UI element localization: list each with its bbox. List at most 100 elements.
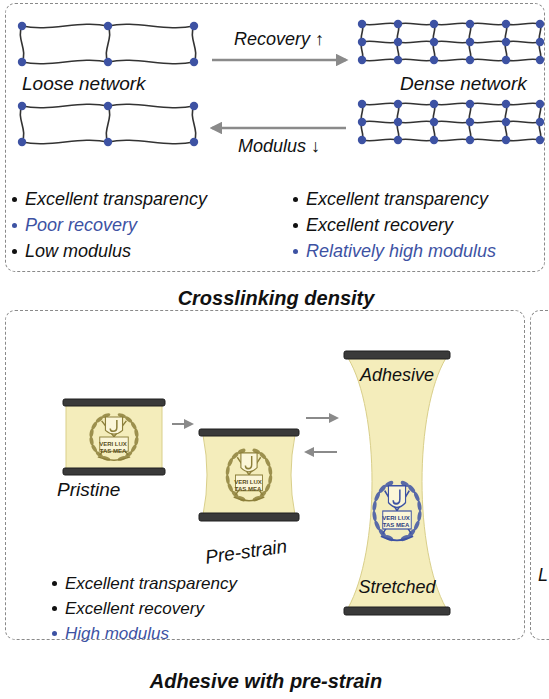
shield-mark — [245, 456, 251, 469]
crosslink-point — [18, 102, 26, 110]
crosslink-point — [536, 136, 544, 144]
crosslink-point — [358, 38, 366, 46]
polymer-chain — [398, 41, 434, 43]
polymer-chain — [108, 104, 194, 107]
film-label: Pristine — [57, 479, 120, 502]
polymer-chain — [22, 60, 108, 63]
polymer-chain — [434, 41, 470, 43]
network-label: Dense network — [397, 73, 530, 96]
laurel-leaf — [225, 474, 230, 484]
polymer-chain — [192, 106, 195, 142]
polymer-chain — [398, 23, 434, 25]
bullet-item: Excellent transparency — [65, 574, 237, 594]
figure-panel: L — [530, 310, 549, 640]
crosslink-point — [394, 136, 402, 144]
film-drawing — [344, 351, 450, 615]
emblem-ribbon — [381, 536, 413, 540]
polymer-chain — [362, 59, 398, 61]
shield-mark — [393, 489, 400, 503]
polymer-chain — [398, 139, 434, 141]
process-arrow — [212, 127, 346, 130]
polymer-network — [18, 22, 198, 66]
adhesive-sample: Pristine — [63, 399, 165, 475]
bullet-item: High modulus — [65, 624, 169, 644]
polymer-chain — [22, 104, 108, 107]
bullet-item: Excellent transparency — [25, 189, 207, 211]
crosslink-point — [430, 100, 438, 108]
emblem-ribbon — [234, 497, 265, 501]
polymer-chain — [470, 23, 506, 25]
polymer-chain — [470, 103, 506, 105]
polymer-chain — [106, 106, 109, 142]
polymer-chain — [362, 139, 398, 141]
polymer-chain — [108, 60, 194, 63]
laurel-leaf — [417, 510, 422, 521]
crosslink-point — [430, 118, 438, 126]
crosslink-point — [190, 22, 198, 30]
emblem-ribbon — [98, 457, 130, 460]
process-arrow — [172, 423, 192, 425]
polymer-chain — [362, 41, 398, 43]
polymer-chain — [506, 139, 540, 141]
crosslink-point — [394, 118, 402, 126]
crosslink-point — [430, 20, 438, 28]
polymer-network — [18, 102, 198, 146]
crosslink-point — [358, 136, 366, 144]
bullet-dot — [293, 223, 298, 228]
emblem — [225, 448, 272, 503]
polymer-chain — [398, 59, 434, 61]
film-label: Pre-strain — [204, 535, 289, 569]
crosslink-point — [466, 56, 474, 64]
polymer-chain — [506, 121, 540, 123]
crosslink-point — [466, 100, 474, 108]
bullet-text: Relatively high modulus — [306, 241, 496, 263]
bullet-dot — [52, 631, 57, 636]
adhesive-sample: Pre-strain — [199, 429, 299, 521]
laurel-leaf — [227, 482, 234, 492]
polymer-chain — [434, 121, 470, 123]
crosslink-point — [430, 56, 438, 64]
emblem-text: VERI LUX TAS MEA — [381, 515, 411, 528]
laurel-leaf — [89, 436, 94, 445]
clamp-bar — [199, 513, 299, 521]
process-arrow — [212, 59, 346, 62]
polymer-network — [358, 20, 544, 64]
laurel-leaf — [264, 482, 271, 492]
emblem-motto: VERI LUX TAS MEA — [233, 479, 263, 492]
adhesive-film — [66, 405, 162, 469]
laurel-leaf — [413, 520, 421, 532]
crosslink-point — [466, 38, 474, 46]
laurel-leaf — [134, 436, 139, 445]
bullet-dot — [293, 249, 298, 254]
crosslink-point — [358, 56, 366, 64]
clamp-bar — [63, 468, 165, 475]
polymer-chain — [20, 26, 23, 62]
crosslink-point — [536, 118, 544, 126]
bullet-dot — [293, 197, 298, 202]
crosslink-point — [502, 136, 510, 144]
crosslink-point — [536, 38, 544, 46]
crosslink-point — [466, 20, 474, 28]
polymer-chain — [22, 24, 108, 27]
crosslink-point — [104, 58, 112, 66]
emblem-motto: VERI LUX TAS MEA — [98, 441, 128, 454]
polymer-chain — [398, 121, 434, 123]
polymer-chain — [106, 26, 109, 62]
crosslink-point — [502, 118, 510, 126]
laurel-leaf — [372, 500, 377, 511]
bullet-text: Excellent transparency — [306, 189, 488, 211]
bullet-text: Poor recovery — [25, 215, 137, 237]
bullet-dot — [12, 249, 17, 254]
bullet-text: Excellent transparency — [65, 574, 237, 594]
polymer-chain — [506, 59, 540, 61]
polymer-chain — [398, 103, 434, 105]
crosslink-point — [502, 38, 510, 46]
bullet-item: Excellent transparency — [306, 189, 488, 211]
polymer-chain — [470, 139, 506, 141]
process-arrow — [306, 451, 337, 453]
film-label: Adhesive — [344, 365, 450, 387]
bullet-text: Low modulus — [25, 241, 131, 263]
polymer-chain — [362, 103, 398, 105]
crosslink-point — [536, 100, 544, 108]
panel-title: Adhesive with pre-strain — [6, 669, 526, 693]
